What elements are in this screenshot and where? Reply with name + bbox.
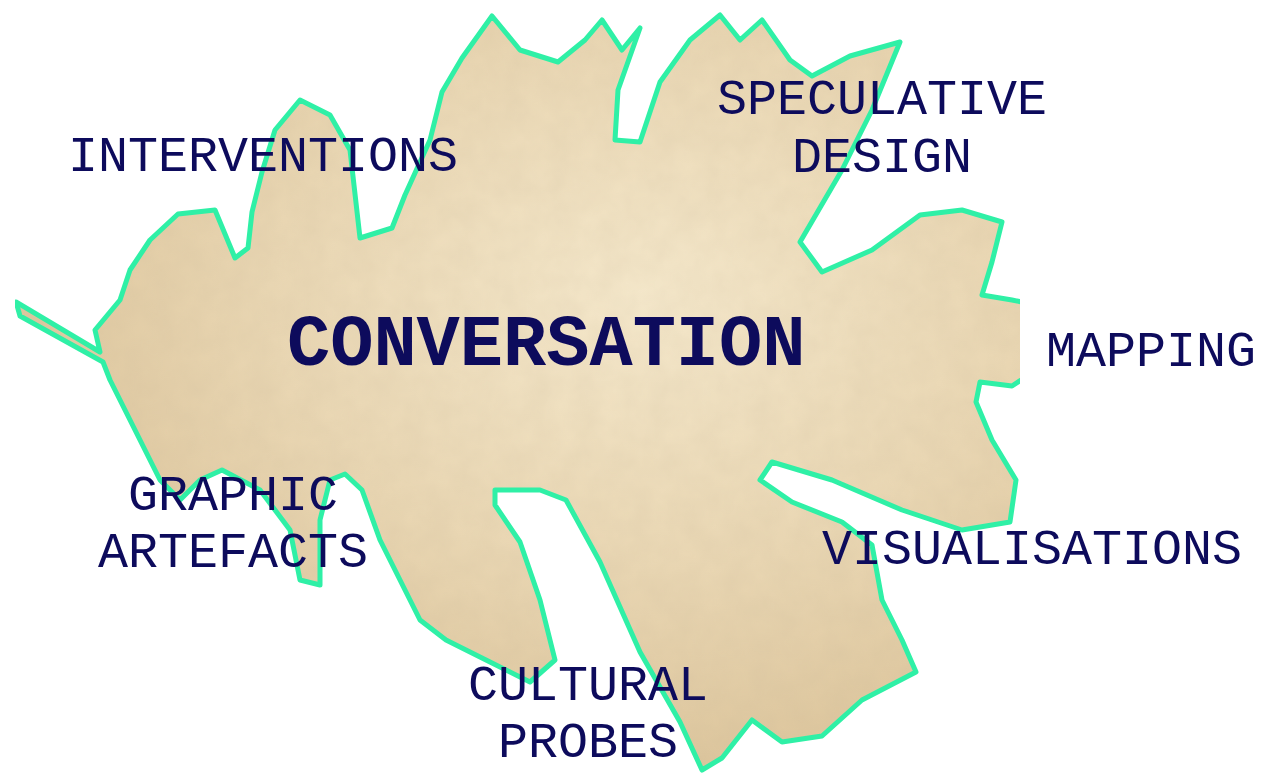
method-label: INTERVENTIONS bbox=[68, 133, 458, 183]
method-label: CULTURAL PROBES bbox=[463, 658, 713, 772]
method-label: GRAPHIC ARTEFACTS bbox=[93, 468, 373, 582]
method-label: SPECULATIVE DESIGN bbox=[712, 72, 1052, 188]
method-label: VISUALISATIONS bbox=[822, 526, 1242, 576]
central-term: CONVERSATION bbox=[287, 310, 805, 382]
method-label: MAPPING bbox=[1046, 328, 1256, 378]
